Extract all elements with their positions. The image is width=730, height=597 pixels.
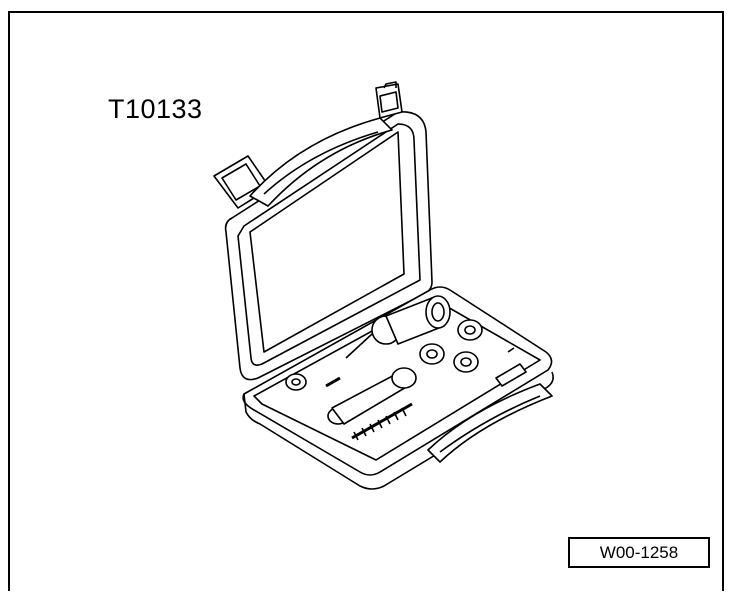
long-sleeve <box>327 367 417 425</box>
case-lid <box>224 111 433 381</box>
figure-id-box: W00-1258 <box>568 537 710 568</box>
lid-handle <box>249 117 393 207</box>
threaded-rod <box>351 402 413 441</box>
lid-clasp-top <box>375 81 403 119</box>
small-pins <box>325 347 527 388</box>
tool-number-label: T10133 <box>108 94 203 124</box>
adapters <box>285 319 483 391</box>
figure-frame <box>8 11 724 591</box>
puller-spindle <box>345 295 451 359</box>
